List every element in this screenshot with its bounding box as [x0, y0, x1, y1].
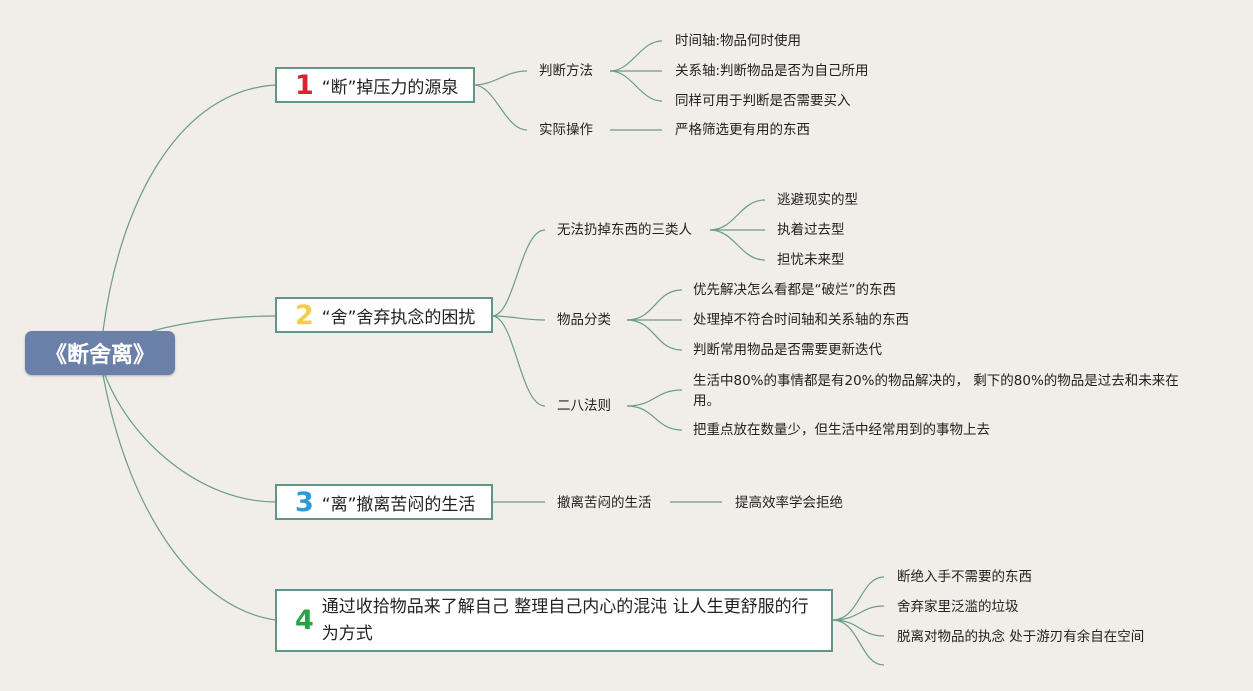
leaf-b2-5[interactable]: 处理掉不符合时间轴和关系轴的东西 — [693, 312, 909, 328]
connector-root-branch-3 — [104, 374, 277, 503]
leaf-b2-6[interactable]: 判断常用物品是否需要更新迭代 — [693, 342, 882, 358]
branch-title: “舍”舍弃执念的困扰 — [321, 307, 476, 328]
subtopic-b1-practice[interactable]: 实际操作 — [539, 122, 593, 138]
connector-b4-i2 — [831, 605, 885, 621]
branch-number-4: 4 — [295, 605, 314, 636]
branch-4[interactable]: 4 通过收拾物品来了解自己 整理自己内心的混沌 让人生更舒服的行为方式 — [275, 589, 833, 652]
leaf-b1-4[interactable]: 严格筛选更有用的东西 — [675, 122, 810, 138]
connector-b4-i3 — [831, 619, 885, 637]
connector-b2-g3-i2 — [626, 405, 683, 431]
connector-b1-g1-i3 — [609, 70, 663, 102]
leaf-b2-4[interactable]: 优先解决怎么看都是“破烂”的东西 — [693, 282, 896, 298]
connector-b2-g3 — [491, 315, 546, 407]
leaf-b1-3[interactable]: 同样可用于判断是否需要买入 — [675, 93, 851, 109]
leaf-b2-1[interactable]: 逃避现实的型 — [777, 192, 858, 208]
connector-b2-g1-i3 — [709, 229, 766, 261]
subtopic-b3-leave[interactable]: 撤离苦闷的生活 — [557, 495, 652, 511]
leaf-b2-3[interactable]: 担忧未来型 — [777, 252, 845, 268]
leaf-b1-2[interactable]: 关系轴:判断物品是否为自己所用 — [675, 63, 869, 79]
connector-root-branch-4 — [102, 374, 277, 621]
branch-title: “断”掉压力的源泉 — [321, 77, 459, 98]
connector-b4-i4 — [831, 619, 885, 666]
leaf-b3-1[interactable]: 提高效率学会拒绝 — [735, 495, 843, 511]
leaf-b1-1[interactable]: 时间轴:物品何时使用 — [675, 33, 802, 49]
branch-title: “离”撤离苦闷的生活 — [321, 494, 476, 515]
connector-b2-g2-i3 — [626, 319, 683, 351]
branch-number-2: 2 — [295, 299, 314, 331]
leaf-b4-1[interactable]: 断绝入手不需要的东西 — [897, 569, 1032, 585]
branch-number-3: 3 — [295, 486, 314, 518]
connector-b4-i1 — [831, 576, 885, 621]
leaf-b2-2[interactable]: 执着过去型 — [777, 222, 845, 238]
subtopic-b2-three-types[interactable]: 无法扔掉东西的三类人 — [557, 222, 692, 238]
branch-2[interactable]: 2 “舍”舍弃执念的困扰 — [275, 297, 493, 333]
branch-1[interactable]: 1 “断”掉压力的源泉 — [275, 67, 475, 103]
connector-b2-g2-i1 — [626, 289, 683, 321]
root-topic[interactable]: 《断舍离》 — [25, 331, 175, 375]
branch-3[interactable]: 3 “离”撤离苦闷的生活 — [275, 484, 493, 520]
subtopic-b1-method[interactable]: 判断方法 — [539, 63, 593, 79]
connector-root-branch-1 — [102, 84, 277, 332]
connector-root-branch-2 — [151, 315, 277, 332]
branch-title: 通过收拾物品来了解自己 整理自己内心的混沌 让人生更舒服的行为方式 — [321, 596, 809, 644]
connector-b1-g1 — [473, 70, 528, 86]
connector-b2-g2 — [491, 315, 546, 321]
leaf-b4-2[interactable]: 舍弃家里泛滥的垃圾 — [897, 599, 1019, 615]
leaf-b2-8[interactable]: 把重点放在数量少，但生活中经常用到的事物上去 — [693, 422, 990, 438]
leaf-b2-7[interactable]: 生活中80%的事情都是有20%的物品解决的， 剩下的80%的物品是过去和未来在用… — [693, 373, 1179, 409]
connector-b2-g3-i1 — [626, 389, 683, 407]
leaf-b4-3[interactable]: 脱离对物品的执念 处于游刃有余自在空间 — [897, 629, 1145, 645]
subtopic-b2-pareto[interactable]: 二八法则 — [557, 398, 611, 414]
connector-b2-g1-i1 — [709, 199, 766, 231]
connector-b2-g1 — [491, 229, 546, 317]
root-title: 《断舍离》 — [44, 343, 155, 368]
connector-b1-g2 — [473, 84, 528, 131]
branch-number-1: 1 — [295, 69, 314, 101]
subtopic-b2-classification[interactable]: 物品分类 — [557, 312, 611, 328]
connector-b1-g1-i1 — [609, 40, 663, 72]
